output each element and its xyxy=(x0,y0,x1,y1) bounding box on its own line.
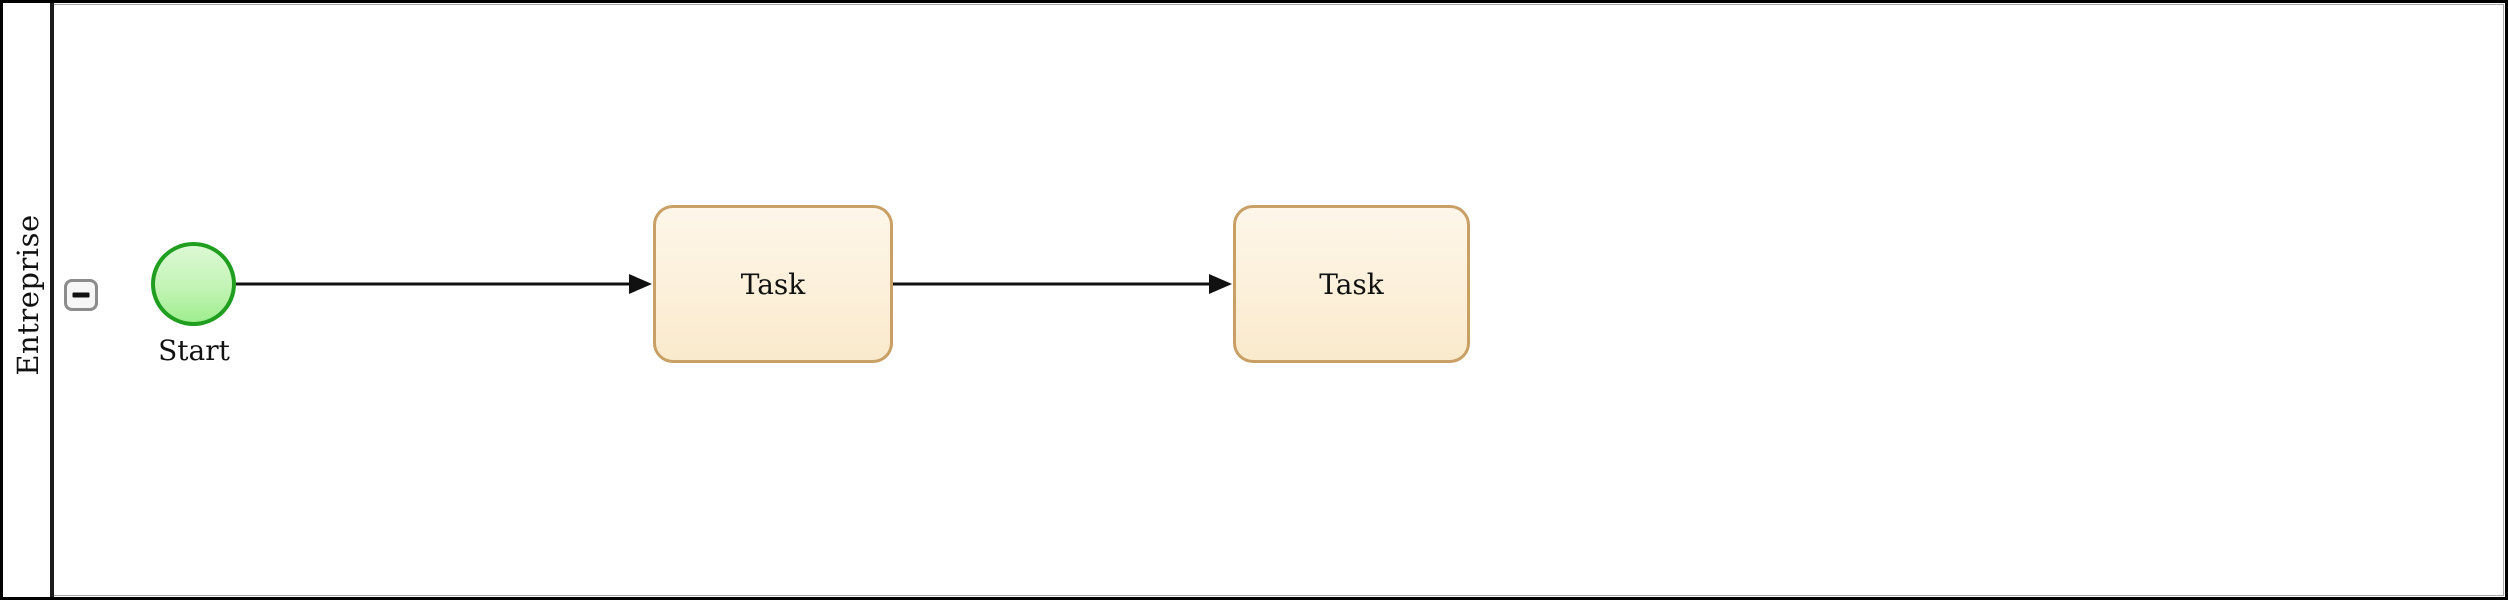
task-label: Task xyxy=(1319,267,1384,301)
task-label: Task xyxy=(740,267,806,301)
collapse-lane-button[interactable] xyxy=(64,279,98,311)
pool-header[interactable]: Entreprise xyxy=(3,3,54,597)
start-event-node[interactable] xyxy=(151,242,236,326)
task-node-1[interactable]: Task xyxy=(653,205,893,363)
minus-icon xyxy=(72,292,90,298)
pool-label: Entreprise xyxy=(11,214,45,376)
task-node-2[interactable]: Task xyxy=(1233,205,1470,363)
start-event-label: Start xyxy=(158,334,230,367)
